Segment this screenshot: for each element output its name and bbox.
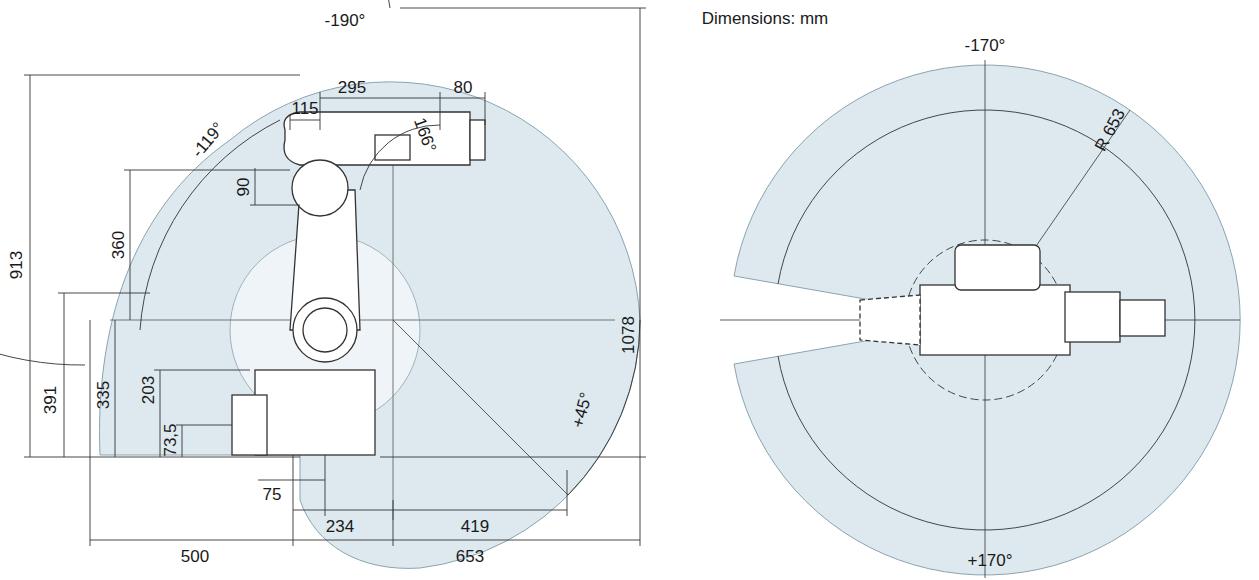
dimension-label: 653 bbox=[456, 548, 484, 565]
dimension-label: 80 bbox=[454, 79, 473, 96]
robot-side-view bbox=[232, 112, 485, 455]
dimension-label: 391 bbox=[42, 386, 59, 414]
workspace-area bbox=[100, 82, 640, 569]
dimension-label: 115 bbox=[291, 100, 318, 117]
dimension-label: -190° bbox=[325, 12, 366, 29]
dimension-label: 234 bbox=[326, 518, 354, 535]
robot-top-view bbox=[860, 245, 1165, 355]
dimension-label: 295 bbox=[338, 79, 366, 96]
dimension-label: 73,5 bbox=[162, 423, 179, 456]
dimension-label: 1078 bbox=[620, 316, 637, 354]
dimension-label: +170° bbox=[967, 552, 1012, 569]
dimension-label: 335 bbox=[95, 381, 112, 409]
dimension-label: 203 bbox=[140, 376, 157, 404]
dimension-label: 90 bbox=[235, 178, 252, 197]
dimension-label: Dimensions: mm bbox=[702, 10, 829, 27]
dimension-label: 360 bbox=[110, 231, 127, 259]
dimension-label: 500 bbox=[181, 548, 209, 565]
dimension-label: -170° bbox=[965, 37, 1006, 54]
dimension-label: 913 bbox=[8, 251, 25, 279]
dimension-label: 419 bbox=[461, 518, 489, 535]
dimension-label: 75 bbox=[263, 486, 282, 503]
